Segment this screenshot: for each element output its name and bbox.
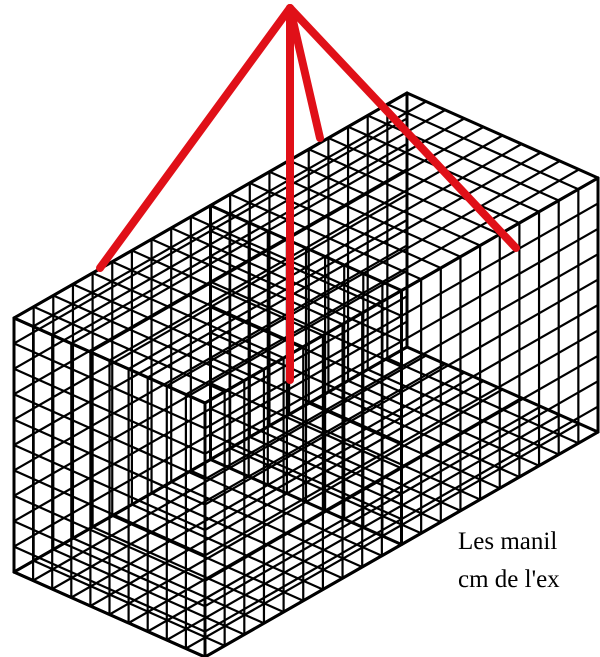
mesh-wire [203,380,600,608]
sling-leg-4 [286,4,520,252]
mesh-wire [209,331,403,419]
wire-mesh-basket [12,91,600,657]
mesh-wire [203,329,600,557]
mesh-wire [12,494,207,582]
mesh-wire [209,280,403,368]
mesh-wire [209,356,403,444]
mesh-wire [51,108,447,337]
mesh-wire [165,159,561,388]
lifting-sling [96,4,520,384]
mesh-wire [12,316,207,405]
mesh-wire [12,520,207,608]
sling-leg-3 [286,4,324,142]
mesh-wire [12,367,207,455]
mesh-diaphragm [209,204,403,546]
mesh-wire [203,202,600,430]
mesh-face-front [12,316,207,657]
caption-line-1: Les manil [458,528,558,555]
mesh-wire [146,151,542,379]
mesh-wire [209,433,403,521]
mesh-face-side [203,176,600,657]
mesh-wire [203,303,600,532]
mesh-wire [12,418,207,506]
caption-line-2: cm de l'ex [458,566,560,593]
mesh-wire [209,458,403,546]
mesh-wire [12,570,207,657]
mesh-wire [12,545,207,633]
mesh-wire [31,100,428,328]
mesh-wire [209,382,403,470]
mesh-wire [12,91,409,320]
mesh-wire [209,306,403,394]
mesh-wire [12,393,207,481]
sling-leg-1 [96,4,294,272]
mesh-wire [12,469,207,557]
mesh-face-top [12,91,600,405]
mesh-wire [108,134,504,362]
mesh-wire [203,176,600,405]
mesh-wire [203,227,600,455]
mesh-wire [203,430,600,657]
mesh-wire [184,168,581,396]
mesh-wire [70,117,466,345]
mesh-wire [203,354,600,582]
mesh-wire [203,405,600,633]
mesh-wire [209,407,403,495]
mesh-wire [209,255,403,343]
mesh-wire [203,253,600,481]
mesh-wire [12,342,207,430]
mesh-wire [203,278,600,506]
mesh-wire [12,443,207,532]
